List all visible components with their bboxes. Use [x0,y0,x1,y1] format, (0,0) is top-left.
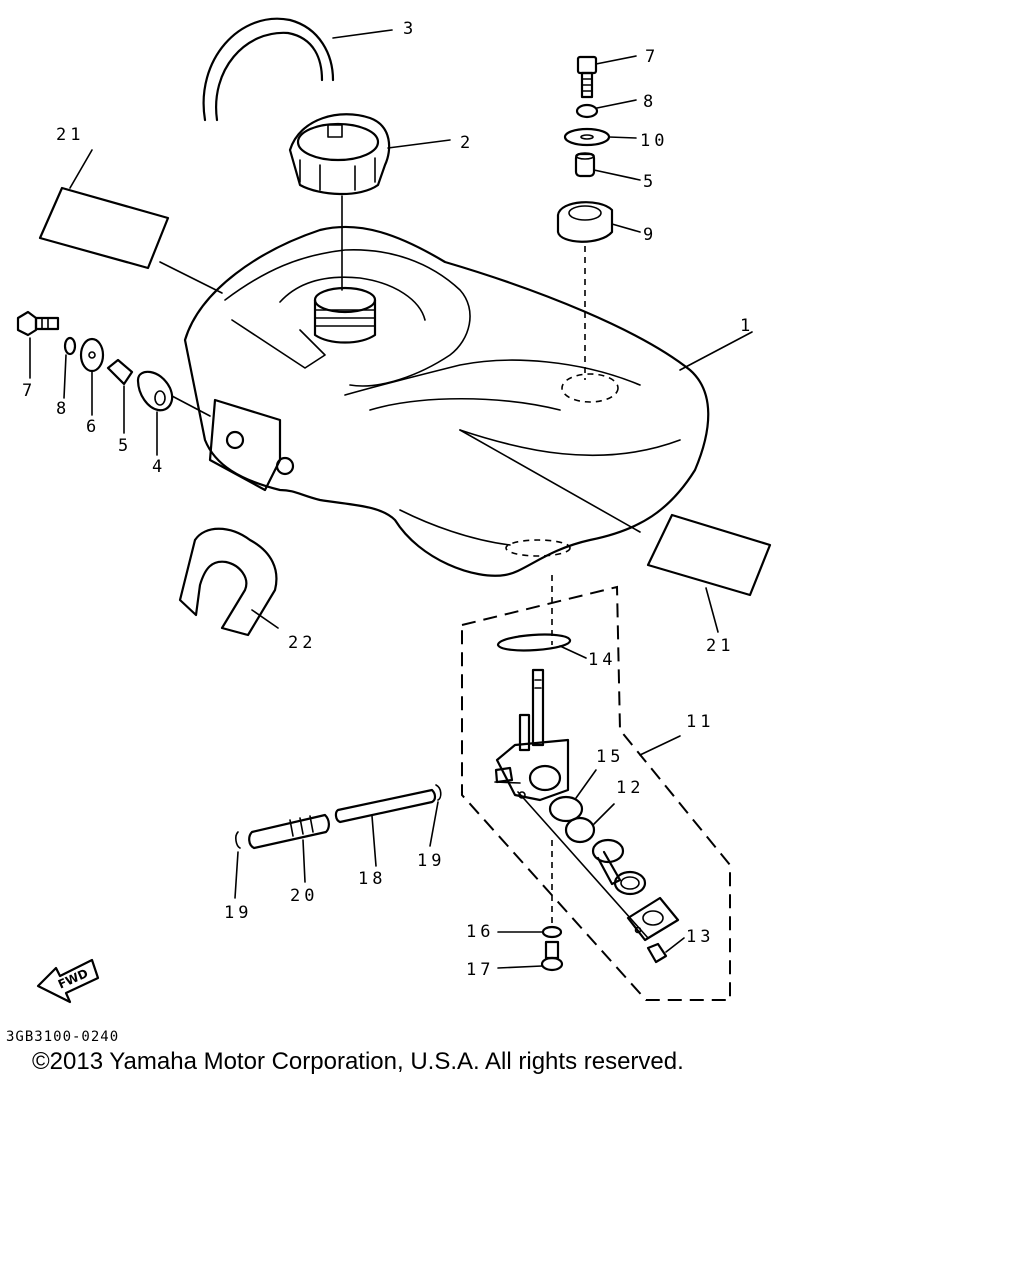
part-11-fuel-cock-assembly [461,575,731,1001]
callout-16: 16 [466,922,494,942]
part-13-screw [646,937,685,964]
part-2-fuel-cap [288,113,451,291]
part-16-washer [497,840,563,939]
fuel-cock-body [494,668,649,939]
callout-22: 22 [288,633,316,653]
part-10-washer-top [563,127,637,147]
part-18-fuel-hose [334,788,437,867]
diagram-code: 3GB3100-0240 [6,1029,119,1045]
callout-4: 4 [152,457,166,477]
fwd-arrow-icon: FWD [36,958,100,1004]
callout-14: 14 [588,650,616,670]
callout-7-top: 7 [645,47,659,67]
callout-17: 17 [466,960,494,980]
callout-20: 20 [290,886,318,906]
part-19-clip-left [234,831,241,899]
part-3-breather-hose [202,17,393,122]
part-19-clip-right [429,784,442,847]
part-9-grommet-top [556,201,641,380]
callout-13: 13 [686,927,714,947]
copyright-notice: ©2013 Yamaha Motor Corporation, U.S.A. A… [32,1048,684,1075]
part-20-pipe [248,813,330,883]
callout-3: 3 [403,19,417,39]
callout-19-left: 19 [224,903,252,923]
part-21-emblem-right [646,513,772,633]
part-4-grommet-left [136,370,211,456]
callout-9: 9 [643,225,657,245]
part-8-lock-washer-left [63,336,77,399]
callout-19-right: 19 [417,851,445,871]
part-12-filter [564,803,615,844]
callout-15: 15 [596,747,624,767]
callout-5-top: 5 [643,172,657,192]
part-1-fuel-tank [183,225,753,577]
callout-18: 18 [358,869,386,889]
callout-21-right: 21 [706,636,734,656]
part-7-bolt-left [16,310,60,379]
part-6-washer-left [79,337,105,416]
part-22-band [178,527,279,637]
callout-2: 2 [460,133,474,153]
part-17-bolt [497,940,564,972]
callout-11: 11 [686,712,714,732]
callout-1: 1 [740,316,754,336]
callout-5-left: 5 [118,436,132,456]
part-5-collar-top [574,152,641,181]
part-7-bolt-top [576,55,637,99]
callout-8-left: 8 [56,399,70,419]
part-5-collar-left [106,358,134,434]
fuel-cock-plate [626,896,680,942]
callout-8-top: 8 [643,92,657,112]
callout-21-left: 21 [56,125,84,145]
part-21-emblem-left [38,149,223,294]
callout-6: 6 [86,417,100,437]
fuel-cock-lever [591,838,647,896]
part-15-cup [548,769,597,823]
part-14-o-ring [496,633,587,659]
callout-10: 10 [640,131,668,151]
callout-12: 12 [616,778,644,798]
part-8-lock-washer-top [575,99,637,119]
callout-7-left: 7 [22,381,36,401]
